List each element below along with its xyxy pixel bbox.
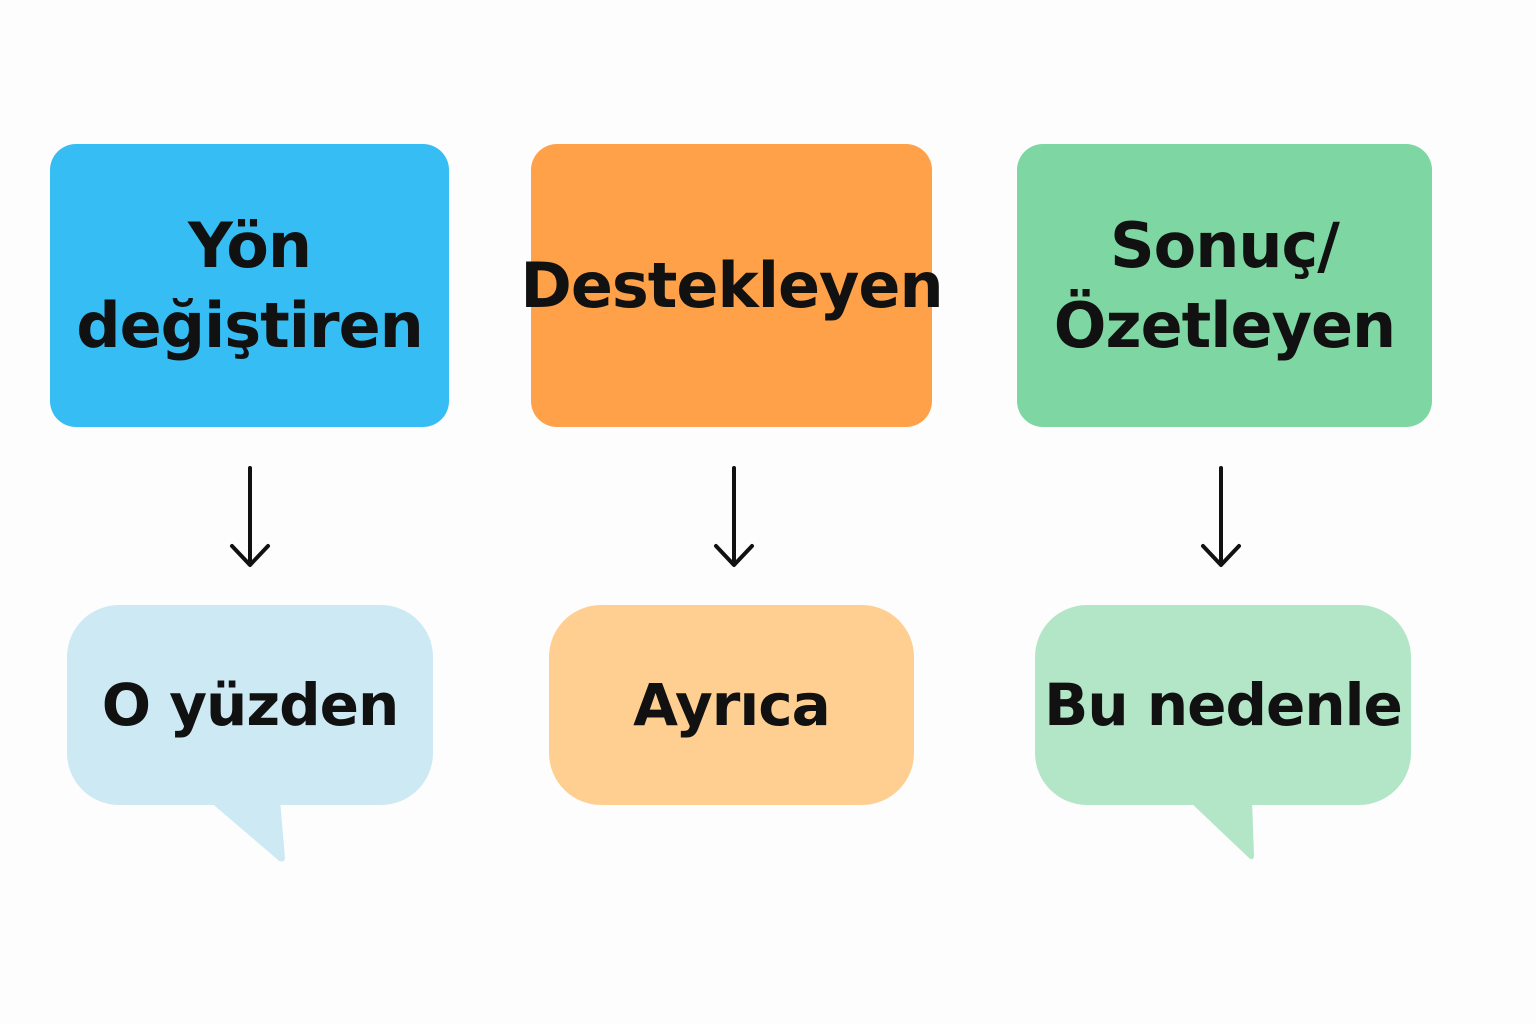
category-label-line: Sonuç/ <box>1110 208 1340 282</box>
category-box-supporting: Destekleyen <box>520 144 944 427</box>
category-label-line: Yön <box>188 208 312 282</box>
category-label: Sonuç/ Özetleyen <box>1053 206 1396 366</box>
down-arrow-icon <box>230 466 270 567</box>
speech-bubble-tail <box>1188 800 1254 860</box>
category-label-line: değiştiren <box>76 288 424 362</box>
example-bubble: O yüzden <box>67 605 433 805</box>
category-box-direction-changing: Yön değiştiren <box>50 144 449 427</box>
example-label: O yüzden <box>101 671 399 739</box>
example-label: Ayrıca <box>633 671 831 739</box>
category-box-concluding: Sonuç/ Özetleyen <box>1017 144 1432 427</box>
example-bubble: Ayrıca <box>549 605 914 805</box>
down-arrow-icon <box>714 466 754 567</box>
category-label: Destekleyen <box>520 246 943 326</box>
example-label: Bu nedenle <box>1044 671 1403 739</box>
category-label: Yön değiştiren <box>76 206 424 366</box>
speech-bubble-tail <box>208 800 285 862</box>
category-label-line: Destekleyen <box>520 248 943 322</box>
example-bubble: Bu nedenle <box>1035 605 1411 805</box>
category-label-line: Özetleyen <box>1053 288 1396 362</box>
down-arrow-icon <box>1201 466 1241 567</box>
